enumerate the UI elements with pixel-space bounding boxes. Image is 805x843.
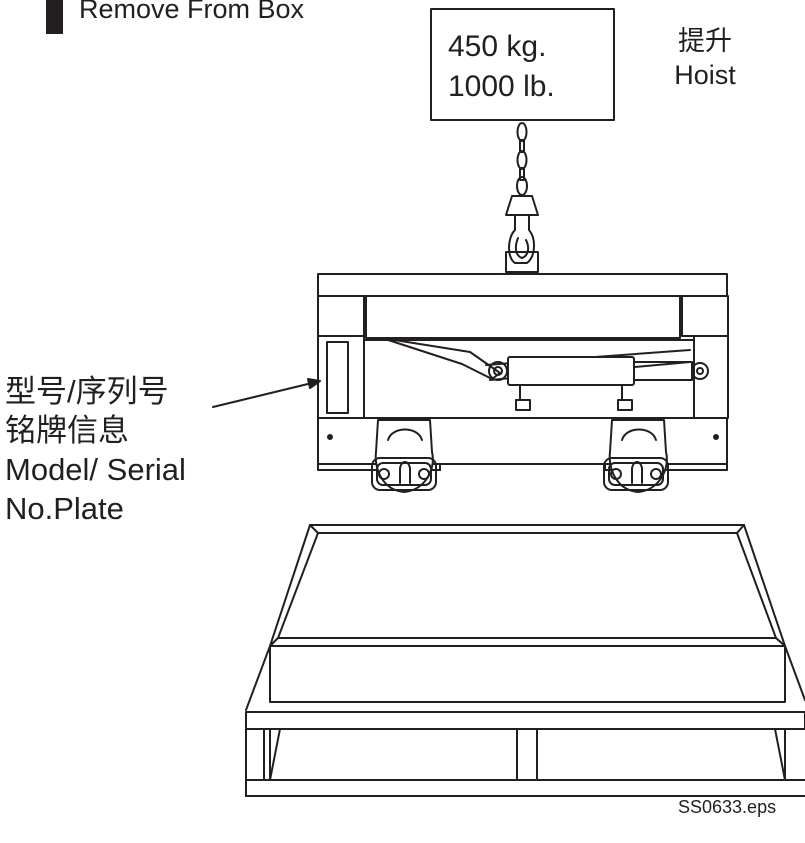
plate-callout-label: 型号/序列号 铭牌信息 Model/ Serial No.Plate [5, 372, 186, 528]
plate-leader-arrow [212, 378, 321, 408]
plate-label-line1: 型号/序列号 [5, 374, 169, 409]
plate-label-line3: Model/ Serial [5, 452, 186, 487]
right-caster [603, 419, 669, 493]
capacity-kg: 450 kg. [448, 30, 547, 63]
plate-label-line2: 铭牌信息 [5, 413, 129, 448]
shipping-pallet [245, 711, 805, 797]
hoist-label-cn: 提升 [678, 26, 732, 56]
file-name-label: SS0633.eps [678, 797, 777, 817]
plate-label-line4: No.Plate [5, 491, 124, 526]
left-caster [371, 419, 437, 493]
capacity-lb: 1000 lb. [448, 70, 555, 103]
hoist-label: 提升 Hoist [662, 24, 748, 92]
hoist-chain [516, 122, 528, 196]
hoist-label-en: Hoist [674, 60, 736, 90]
hoist-hook [505, 195, 539, 273]
heading-text: Remove From Box [79, 0, 305, 24]
capacity-box [430, 8, 615, 121]
heading-marker-bar [46, 0, 63, 34]
shipping-box [245, 524, 805, 711]
capacity-label: 450 kg. 1000 lb. [448, 27, 555, 107]
model-serial-plate [326, 341, 349, 414]
hydraulic-cylinder [507, 356, 635, 386]
